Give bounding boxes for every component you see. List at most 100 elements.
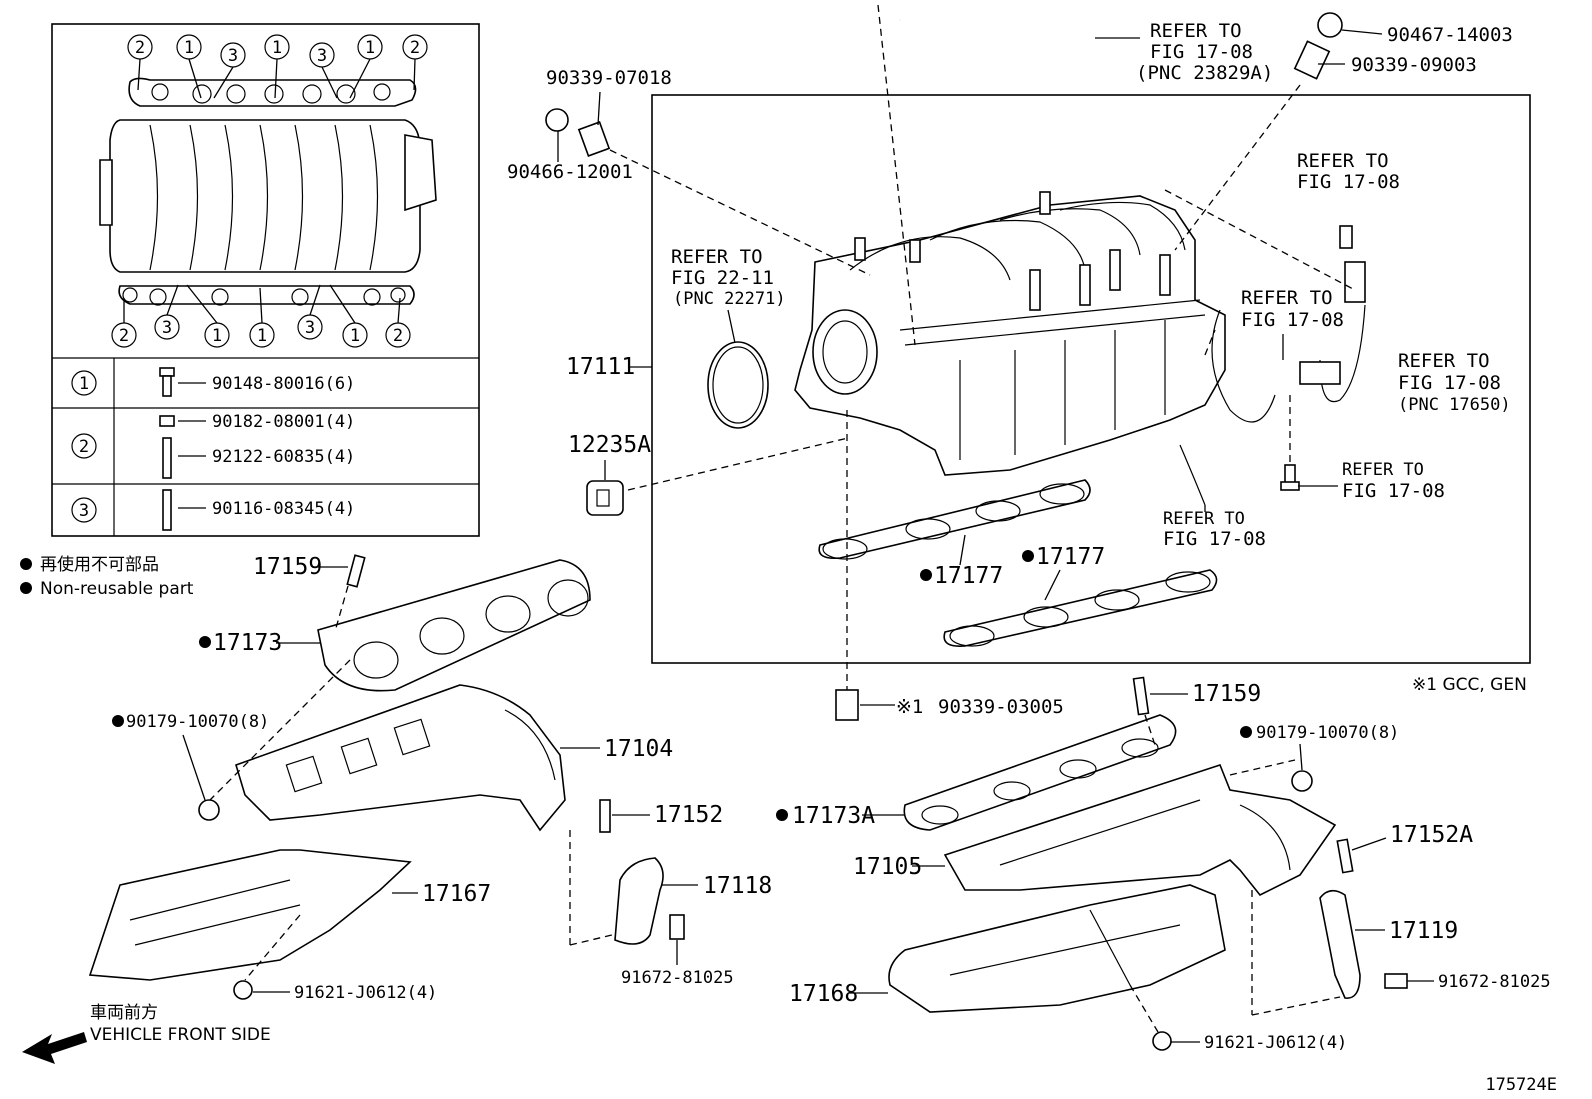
- callouts: REFER TO FIG 17-08 (PNC 23829A) 90467-14…: [112, 20, 1551, 1053]
- nut-90179-right: [1291, 770, 1313, 792]
- guide-lines: [609, 4, 1356, 690]
- refer-label: REFER TO: [1297, 150, 1389, 172]
- part-label: 17168: [789, 981, 858, 1007]
- part-label: 17152: [654, 802, 723, 828]
- exhaust-manifold-17105: [943, 764, 1337, 897]
- part-label: 91672-81025: [1438, 972, 1551, 992]
- part-label: 90467-14003: [1387, 24, 1513, 46]
- inset-callout: 3: [154, 284, 180, 340]
- svg-text:2: 2: [79, 437, 89, 457]
- svg-text:1: 1: [184, 38, 194, 58]
- refer-label: FIG 22-11: [671, 267, 774, 289]
- exhaust-manifold-17104: [235, 684, 566, 832]
- svg-text:3: 3: [79, 501, 89, 521]
- part-label-mark: ※1: [896, 696, 923, 718]
- refer-label: (PNC 22271): [673, 289, 786, 309]
- bracket-17119: [1319, 889, 1361, 999]
- stud-17152: [599, 799, 611, 833]
- bolt-91621-right: [1152, 1031, 1172, 1051]
- svg-text:1: 1: [257, 326, 267, 346]
- refer-label: REFER TO: [671, 246, 763, 268]
- sensor-connector: [1299, 225, 1366, 385]
- part-label: 90339-07018: [546, 67, 672, 89]
- stud-bolt-icon: [162, 489, 172, 531]
- inset-callout: 3: [213, 42, 246, 99]
- part-label: 90148-80016(6): [212, 374, 355, 394]
- inset-callout: 2: [111, 298, 137, 348]
- part-label: 17152A: [1390, 822, 1473, 848]
- part-label: 90116-08345(4): [212, 499, 355, 519]
- part-label: 91621-J0612(4): [1204, 1033, 1347, 1053]
- exhaust-gasket-17173A: [903, 714, 1177, 831]
- front-label-jp: 車両前方: [90, 1003, 158, 1023]
- svg-text:3: 3: [228, 46, 238, 66]
- part-label: 17159: [253, 554, 322, 580]
- part-label: 12235A: [568, 432, 651, 458]
- bolt-91672-right: [1384, 973, 1408, 989]
- vehicle-front-indicator: 車両前方 VEHICLE FRONT SIDE: [22, 1003, 271, 1064]
- refer-label: REFER TO: [1150, 20, 1242, 42]
- inset-callout: 2: [127, 34, 153, 91]
- intake-manifold: [794, 191, 1226, 476]
- sensor-wire: [1319, 304, 1366, 403]
- nut-90179-left: [198, 799, 220, 821]
- refer-label: (PNC 23829A): [1136, 62, 1273, 84]
- inset-callout: 3: [297, 284, 323, 340]
- inset-callout: 2: [385, 297, 411, 348]
- throttle-body-gasket: [707, 341, 769, 429]
- part-label: 91621-J0612(4): [294, 983, 437, 1003]
- pcv-hose: [1179, 444, 1206, 506]
- part-label: 17177: [1036, 544, 1105, 570]
- inset-bottom-callouts: 2 3 1 1 3 1 2: [111, 284, 411, 348]
- heat-insulator-17168: [888, 884, 1226, 1013]
- bolt-91621-left: [233, 980, 253, 1000]
- heat-insulator-17167: [88, 849, 412, 981]
- stud-17159-left: [346, 554, 366, 588]
- left-guide-lines: [209, 585, 613, 981]
- refer-label: REFER TO: [1342, 460, 1424, 480]
- sensor-hose: [1211, 309, 1276, 423]
- inset-top-callouts: 2 1 3 1 3 1 2: [127, 34, 428, 99]
- part-label: 17177: [934, 563, 1003, 589]
- inset-callout: 1: [264, 34, 290, 99]
- part-label: 17111: [566, 354, 635, 380]
- diagram-id: 175724E: [1485, 1075, 1557, 1095]
- part-label: 90466-12001: [507, 161, 633, 183]
- svg-text:2: 2: [119, 326, 129, 346]
- refer-label: FIG 17-08: [1241, 309, 1344, 331]
- exhaust-gasket-17173: [317, 559, 591, 692]
- plug-90339-03005: [835, 689, 859, 721]
- svg-text:3: 3: [162, 318, 172, 338]
- part-label: 91672-81025: [621, 968, 734, 988]
- svg-text:2: 2: [135, 38, 145, 58]
- intake-gasket-lower: [943, 569, 1218, 648]
- inset-callout: 1: [176, 34, 202, 99]
- svg-text:1: 1: [79, 374, 89, 394]
- svg-text:3: 3: [305, 318, 315, 338]
- part-label: 90179-10070(8): [1256, 723, 1399, 743]
- flange-bolt-icon: [159, 367, 175, 397]
- part-label: 17173A: [792, 803, 875, 829]
- gcc-note: ※1 GCC, GEN: [1412, 675, 1527, 695]
- intake-gasket-upper: [818, 479, 1091, 560]
- part-label: 17105: [853, 854, 922, 880]
- refer-label: FIG 17-08: [1398, 372, 1501, 394]
- part-label: 17173: [213, 630, 282, 656]
- svg-text:1: 1: [272, 38, 282, 58]
- nut-icon: [159, 415, 175, 427]
- svg-text:1: 1: [365, 38, 375, 58]
- inset-callout: 1: [249, 287, 275, 348]
- part-label: 92122-60835(4): [212, 447, 355, 467]
- stud-17152A: [1336, 838, 1354, 874]
- svg-text:3: 3: [317, 46, 327, 66]
- part-label: 17159: [1192, 681, 1261, 707]
- svg-text:1: 1: [212, 326, 222, 346]
- stud-17159-right: [1132, 676, 1150, 716]
- hose-piece: [1293, 40, 1331, 80]
- hose-piece: [577, 121, 611, 157]
- intake-assembly-frame: [651, 94, 1531, 664]
- inset-callout: 2: [402, 34, 428, 91]
- inset-callout: 1: [349, 34, 383, 99]
- front-label-en: VEHICLE FRONT SIDE: [90, 1025, 271, 1045]
